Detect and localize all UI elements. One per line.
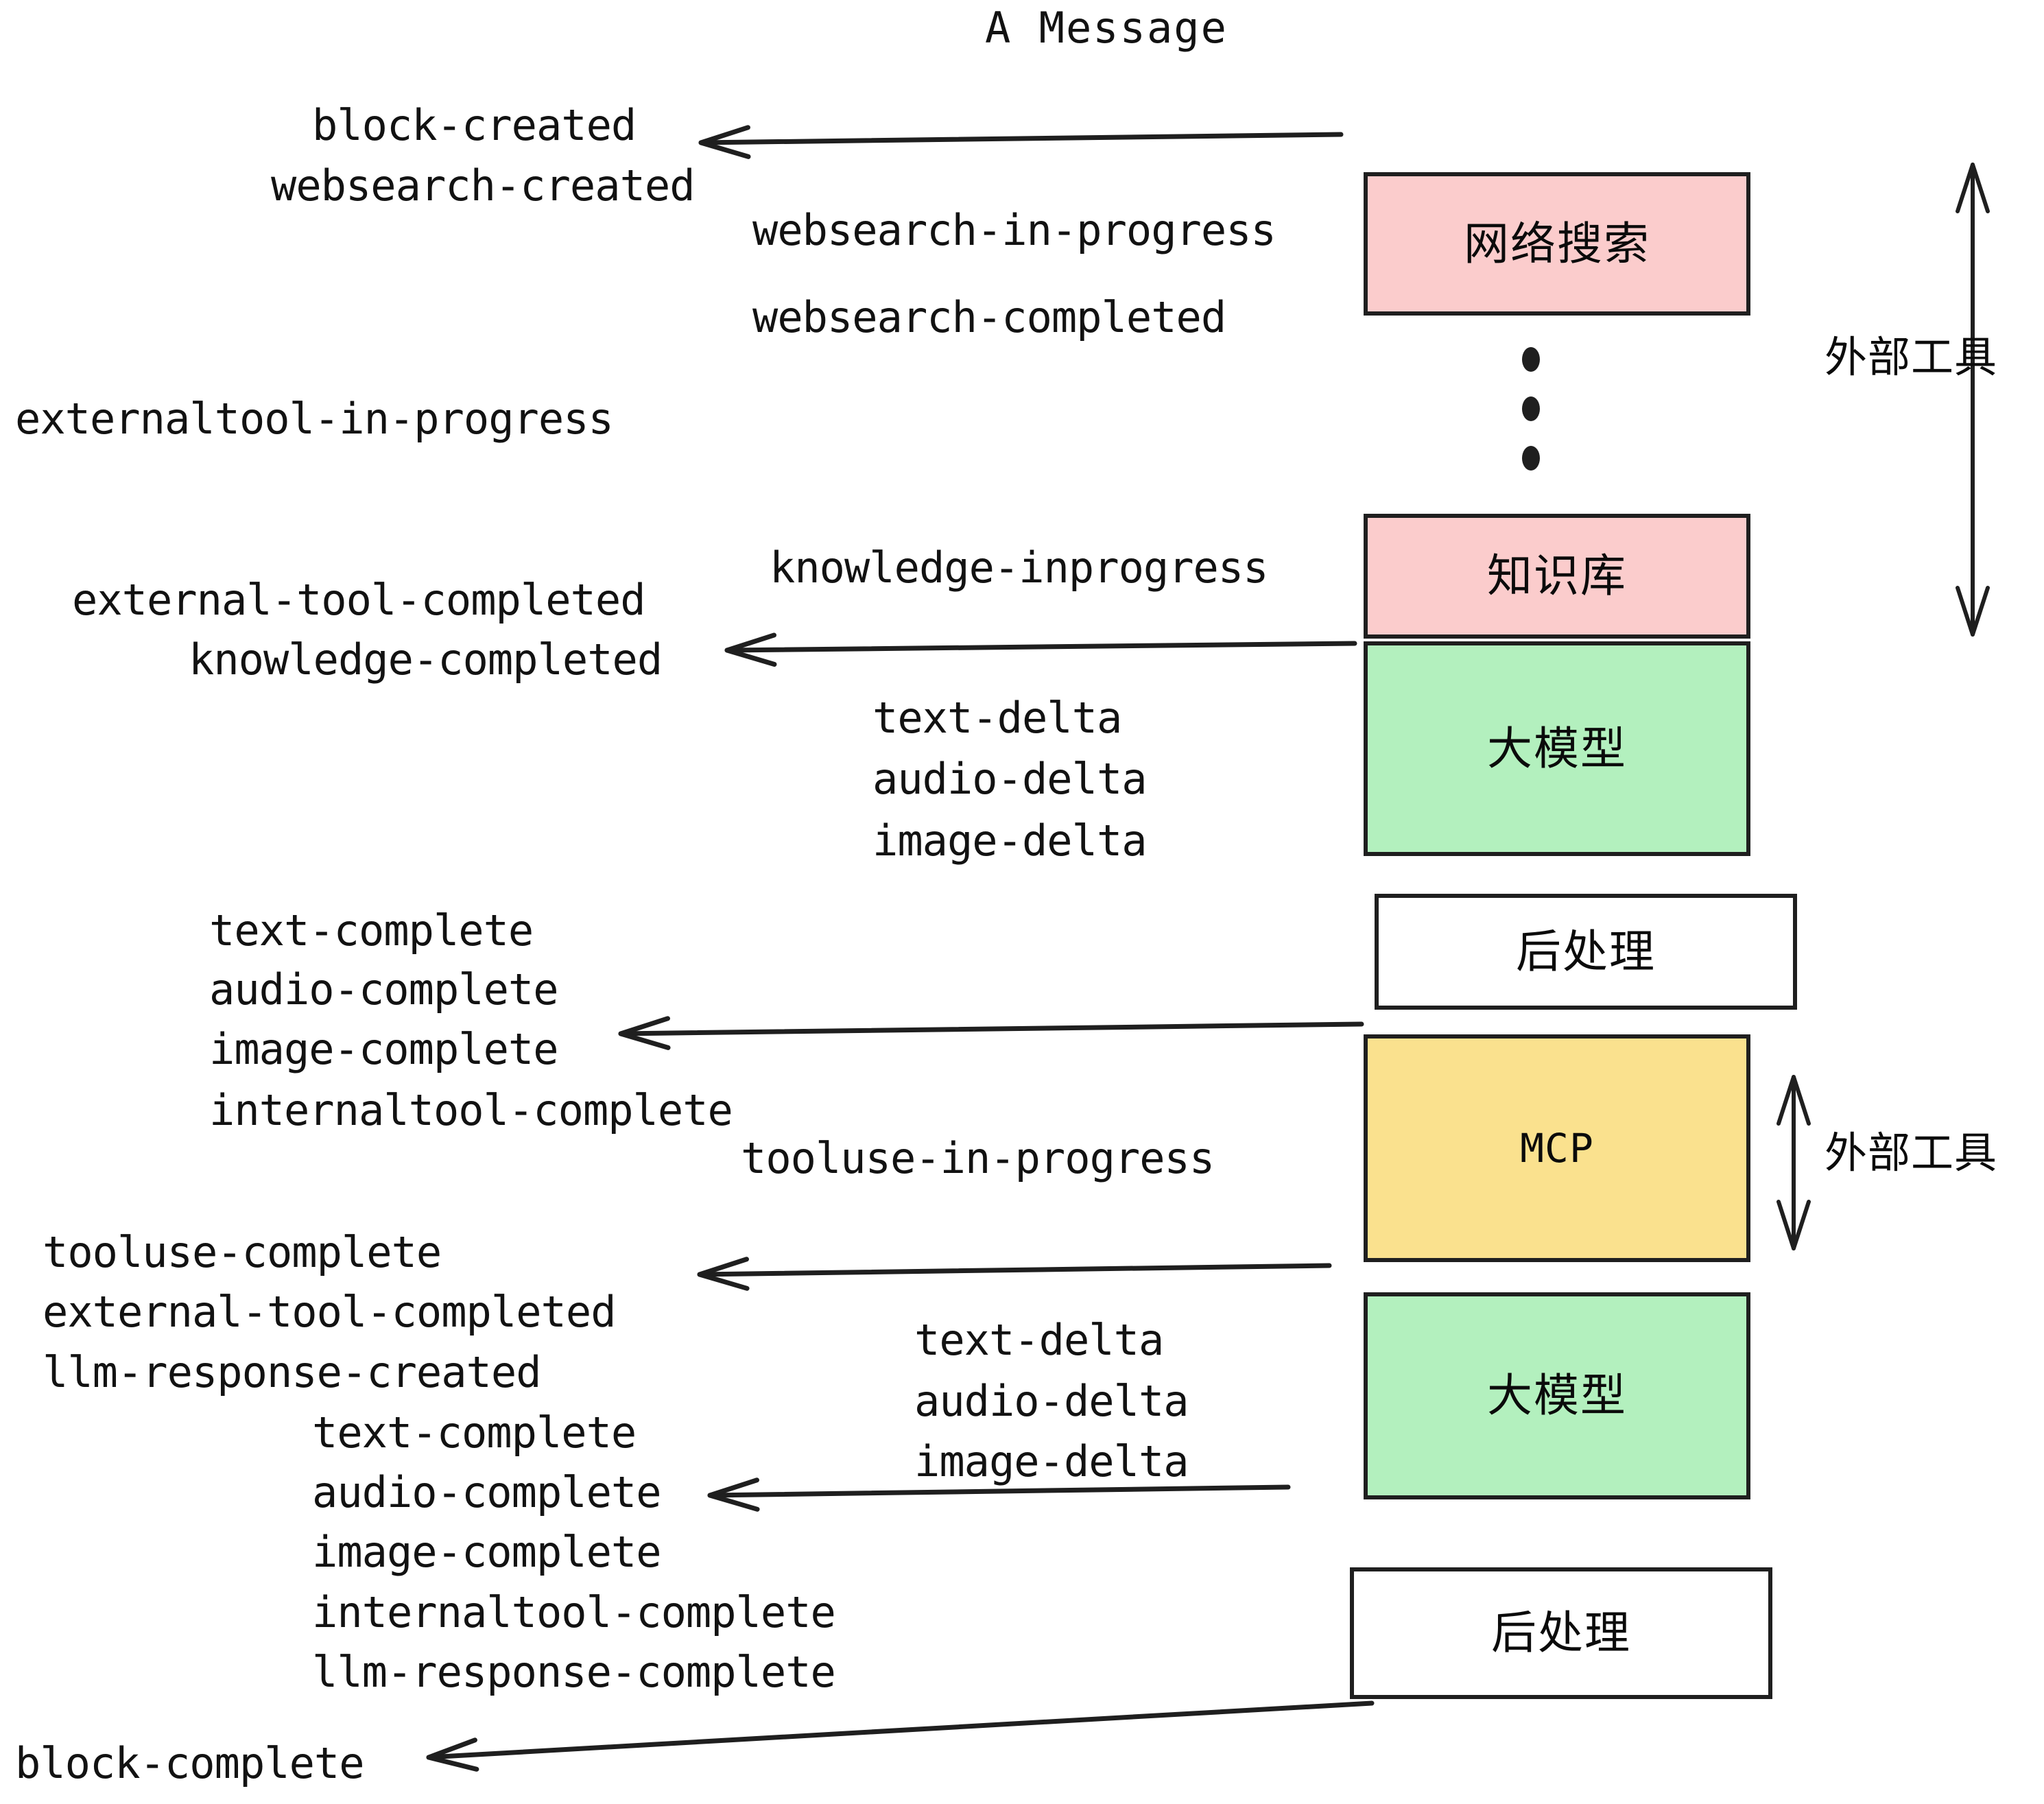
node-mcp[interactable]: MCP (1364, 1034, 1750, 1262)
event-label-externaltool-in-progress: externaltool-in-progress (15, 394, 614, 444)
event-label-internaltool-complete-1: internaltool-complete (209, 1085, 733, 1135)
event-label-knowledge-completed: knowledge-completed (189, 634, 663, 685)
node-knowledgebase[interactable]: 知识库 (1364, 514, 1750, 639)
node-llm-2[interactable]: 大模型 (1364, 1292, 1750, 1499)
event-label-knowledge-inprogress: knowledge-inprogress (770, 543, 1269, 593)
ellipsis-dot-1 (1522, 347, 1540, 372)
event-label-tooluse-in-progress: tooluse-in-progress (741, 1133, 1215, 1183)
external-tools-top-arrow (1956, 163, 1990, 637)
side-label-external-tools-bottom: 外部工具 (1825, 1128, 1998, 1178)
event-label-tooluse-complete: tooluse-complete (43, 1227, 442, 1277)
event-label-text-complete-1: text-complete (209, 905, 534, 956)
event-label-audio-delta-1: audio-delta (872, 754, 1148, 804)
event-label-websearch-in-progress: websearch-in-progress (752, 205, 1276, 255)
event-label-websearch-completed: websearch-completed (752, 292, 1226, 342)
event-label-external-tool-completed-2: external-tool-completed (43, 1287, 617, 1337)
vertical-ellipsis (1522, 347, 1540, 471)
arrow-knowledge-done (724, 632, 1357, 667)
event-label-internaltool-complete-2: internaltool-complete (312, 1587, 836, 1637)
page-title: A Message (985, 3, 1228, 53)
external-tools-bottom-arrow (1776, 1075, 1811, 1250)
side-label-external-tools-top: 外部工具 (1825, 332, 1998, 382)
event-label-audio-delta-2: audio-delta (914, 1376, 1189, 1426)
event-label-image-complete-2: image-complete (312, 1527, 662, 1577)
node-websearch[interactable]: 网络搜索 (1364, 172, 1750, 316)
side-arrows-group (1776, 163, 1990, 1250)
flow-arrows-group (426, 125, 1375, 1772)
event-label-text-delta-1: text-delta (872, 693, 1122, 743)
event-label-llm-response-complete: llm-response-complete (312, 1647, 836, 1697)
node-llm-1[interactable]: 大模型 (1364, 641, 1750, 856)
node-postprocess-1[interactable]: 后处理 (1375, 894, 1797, 1010)
event-label-text-delta-2: text-delta (914, 1315, 1164, 1365)
node-postprocess-2[interactable]: 后处理 (1350, 1567, 1772, 1699)
event-label-audio-complete-1: audio-complete (209, 964, 559, 1014)
event-label-image-complete-1: image-complete (209, 1024, 559, 1074)
event-label-audio-complete-2: audio-complete (312, 1467, 662, 1517)
arrow-block-complete (426, 1700, 1375, 1772)
event-label-llm-response-created: llm-response-created (43, 1347, 542, 1397)
arrow-audio-complete (707, 1477, 1291, 1512)
event-label-text-complete-2: text-complete (312, 1408, 637, 1458)
event-label-websearch-created: websearch-created (271, 161, 696, 211)
ellipsis-dot-3 (1522, 446, 1540, 471)
event-label-external-tool-completed-1: external-tool-completed (72, 575, 646, 625)
event-label-image-delta-2: image-delta (914, 1436, 1189, 1486)
arrow-image-complete (618, 1016, 1364, 1050)
arrow-tooluse-complete (697, 1257, 1332, 1291)
arrow-block-created (698, 125, 1344, 159)
ellipsis-dot-2 (1522, 396, 1540, 421)
event-label-image-delta-1: image-delta (872, 816, 1148, 866)
event-label-block-complete: block-complete (15, 1738, 365, 1788)
event-label-block-created: block-created (312, 100, 637, 150)
